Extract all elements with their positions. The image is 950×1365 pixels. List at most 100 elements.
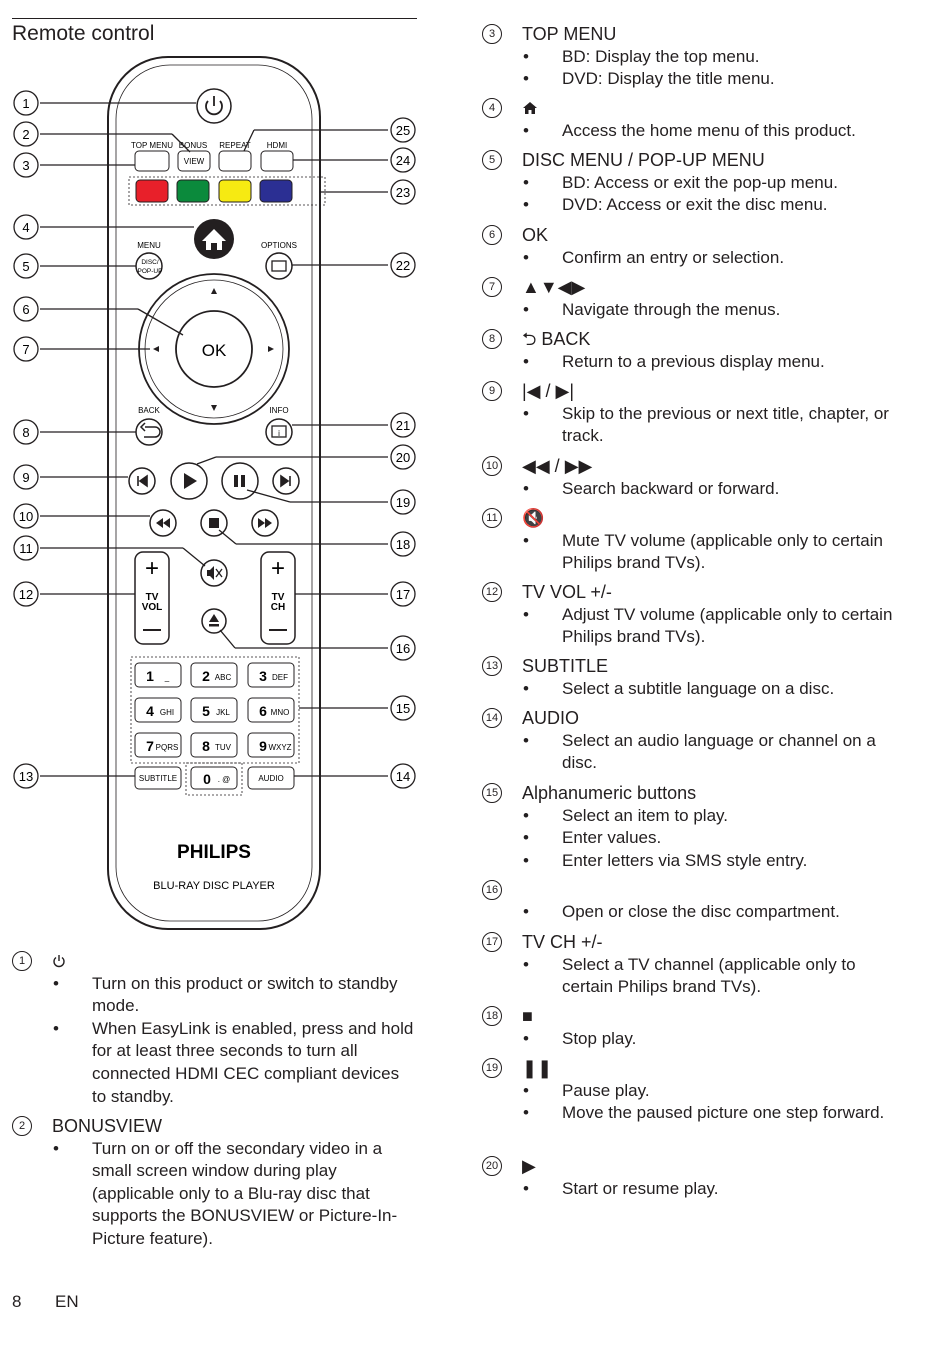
svg-text:0: 0 [203,771,211,787]
callout-6 [13,296,39,322]
item-text: : Access or exit the pop-up menu. [585,172,838,192]
key-1 [134,662,182,688]
eject-icon [209,614,219,622]
svg-text:i: i [278,429,280,438]
entry-items: BD: Display the top menu.DVD: Display th… [482,46,902,91]
entry-heading: TV VOL +/- [522,582,612,602]
callout-number: 3 [22,158,29,173]
callout-21 [390,412,416,438]
entry-number: 14 [482,708,502,728]
callout-number: 1 [22,96,29,111]
key-5 [190,697,238,723]
entry-item: Turn on or off the secondary video in a … [12,1138,414,1251]
disc-type-label: DVD [562,195,598,215]
entry-item: When EasyLink is enabled, press and hold… [12,1018,414,1108]
disc-type-label: BD [562,46,586,66]
callout-number: 5 [22,259,29,274]
entry-item: Mute TV volume (applicable only to certa… [482,530,902,575]
right-arrow-icon [268,346,274,352]
entry-heading: 🔇 [522,508,545,528]
hdmi-label: HDMI [267,141,287,150]
remote-control-illustration: TOP MENU BONUS VIEW REPEAT HDMI MENU DIS… [13,56,416,930]
power-icon [205,100,223,116]
entry-item: Skip to the previous or next title, chap… [482,403,902,448]
entry-item: Confirm an entry or selection. [482,247,902,270]
entry-items: Select an item to play.Enter values.Ente… [482,805,902,873]
entry-items: Select a TV channel (applicable only to … [482,954,902,999]
callout-number: 14 [396,769,410,784]
key-0 [190,766,238,790]
subtitle-button [134,766,182,790]
entry-item: BD: Display the top menu. [482,46,902,69]
left-arrow-icon [153,346,159,352]
brand-logo: PHILIPS [177,842,251,863]
entry-20: 20▶Start or resume play. [482,1155,902,1200]
entry-heading: |◀ / ▶| [522,381,575,401]
disc-type-label: DVD [562,69,598,89]
entry-items: Adjust TV volume (applicable only to cer… [482,604,902,649]
callout-number: 17 [396,587,410,602]
entry-items: Skip to the previous or next title, chap… [482,403,902,448]
popup-label: POP-UP [138,268,163,275]
entry-heading: ⮌ BACK [522,329,591,349]
forward-icon [258,518,272,528]
model-label: BLU-RAY DISC PLAYER [153,880,275,892]
svg-text:_: _ [164,673,170,682]
options-label: OPTIONS [261,241,297,250]
hdmi-button [260,150,294,172]
pause-button [221,462,259,500]
entry-item: Return to a previous display menu. [482,351,902,374]
callout-15 [390,695,416,721]
entry-heading: TOP MENU [522,24,617,44]
svg-text:3: 3 [259,668,267,684]
entry-items: Select an audio language or channel on a… [482,730,902,775]
entry-items: Pause play.Move the paused picture one s… [482,1080,902,1125]
callout-number: 12 [19,587,33,602]
callout-number: 15 [396,701,410,716]
svg-text:WXYZ: WXYZ [268,743,291,752]
svg-text:. @: . @ [218,775,231,784]
callout-14 [390,763,416,789]
entry-heading: OK [522,225,549,245]
entry-heading: ■ [522,1006,533,1026]
repeat-button [218,150,252,172]
entry-heading: Alphanumeric buttons [522,783,697,803]
callout-number: 10 [19,509,33,524]
entry-item: Select a subtitle language on a disc. [482,678,902,701]
callout-4 [13,214,39,240]
callout-22 [390,252,416,278]
entry-number: 18 [482,1006,502,1026]
entry-8: 8⮌ BACKReturn to a previous display menu… [482,328,902,373]
entry-items: Stop play. [482,1028,902,1051]
callout-17 [390,581,416,607]
callout-19 [390,489,416,515]
yellow-button [218,179,252,203]
entry-item: Select an item to play. [482,805,902,828]
entry-number: 6 [482,225,502,245]
callout-number: 22 [396,258,410,273]
menu-label: MENU [137,241,161,250]
entry-item: Open or close the disc compartment. [482,901,902,924]
callout-10 [13,503,39,529]
svg-text:+: + [145,555,159,582]
back-label: BACK [138,406,160,415]
entry-items: Open or close the disc compartment. [482,901,902,924]
key-3 [247,662,295,688]
callout-16 [390,635,416,661]
callout-number: 21 [396,418,410,433]
entry-heading: BONUSVIEW [52,1116,163,1136]
callout-number: 19 [396,495,410,510]
bonusview-button [177,150,211,172]
callout-18 [390,531,416,557]
entry-heading [12,950,414,973]
entry-3: 3 TOP MENUBD: Display the top menu.DVD: D… [482,23,902,91]
svg-text:8: 8 [202,738,210,754]
tv-ch-tv-label: TV [272,592,285,603]
entry-heading: TV CH +/- [522,932,603,952]
entry-items: Turn on or off the secondary video in a … [12,1138,414,1251]
language-code: EN [55,1292,79,1311]
entry-2: 2BONUSVIEWTurn on or off the secondary v… [12,1115,414,1251]
up-arrow-icon [211,288,217,294]
callout-9 [13,464,39,490]
entry-number: 3 [482,24,502,44]
